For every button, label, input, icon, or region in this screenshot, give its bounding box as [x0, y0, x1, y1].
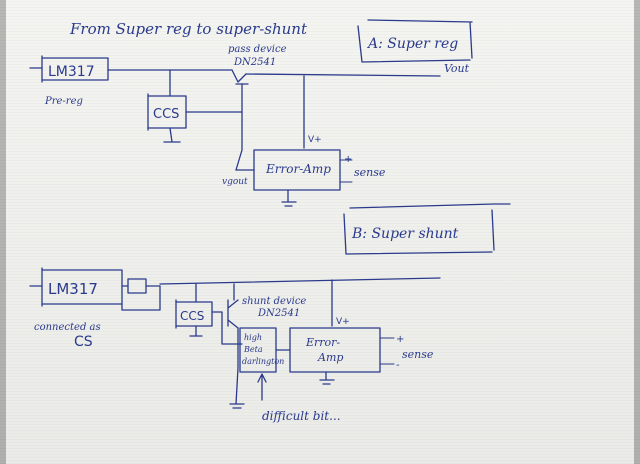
- section-a-label-box: A: Super reg: [357, 19, 473, 63]
- darlington-label-2: Beta: [243, 345, 263, 354]
- ccs-b-box: [175, 301, 213, 327]
- lm317-a-label: LM317: [48, 64, 95, 80]
- lm317-b-label: LM317: [48, 280, 98, 298]
- section-b-label-box: B: Super shunt: [343, 203, 511, 255]
- error-amp-b-label-2: Amp: [317, 351, 343, 364]
- lm317-a-note: Pre-reg: [44, 96, 83, 107]
- vout-label: Vout: [444, 62, 470, 75]
- set-resistor: [127, 278, 147, 294]
- left-edge-shadow: [0, 0, 6, 464]
- lm317-b-note-1: connected as: [34, 322, 101, 333]
- error-amp-a-box: [253, 149, 341, 191]
- pass-device-a-label-1: pass device: [228, 44, 287, 55]
- pass-device-a-symbol: [231, 69, 247, 83]
- sense-b-plus: +: [396, 334, 404, 345]
- lm317-a-box: [41, 57, 109, 81]
- ccs-a-label: CCS: [153, 107, 179, 122]
- darlington-label-3: darlington: [242, 357, 284, 366]
- page-title: From Super reg to super-shunt: [69, 20, 308, 38]
- sense-b-minus: -: [396, 360, 400, 371]
- right-edge-shadow: [634, 0, 640, 464]
- difficult-bit-note: difficult bit...: [262, 409, 341, 423]
- lm317-b-box: [41, 269, 123, 305]
- vgout-label: vgout: [222, 177, 248, 187]
- error-amp-b-box: [289, 327, 381, 373]
- shunt-device-label-1: shunt device: [242, 296, 306, 307]
- vplus-b-label: V+: [336, 317, 350, 327]
- error-amp-b-label-1: Error-: [305, 336, 340, 349]
- darlington-label-1: high: [244, 333, 262, 342]
- lm317-b-note-2: CS: [74, 334, 93, 350]
- sense-b-label: sense: [402, 348, 434, 361]
- section-a-label: A: Super reg: [366, 36, 458, 52]
- error-amp-a-label: Error-Amp: [265, 162, 331, 176]
- shunt-device-label-2: DN2541: [257, 308, 300, 319]
- darlington-box: [239, 327, 277, 373]
- sense-a-label: sense: [354, 166, 386, 179]
- circuit-b: LM317 connected as CS CCS shunt device: [29, 267, 441, 423]
- pass-device-a-label-2: DN2541: [233, 57, 276, 68]
- circuit-a: LM317 Pre-reg pass device DN2541 CCS Vou…: [29, 44, 470, 207]
- vplus-a-label: V+: [308, 135, 322, 145]
- ccs-b-label: CCS: [180, 309, 204, 323]
- section-b-label: B: Super shunt: [351, 226, 459, 242]
